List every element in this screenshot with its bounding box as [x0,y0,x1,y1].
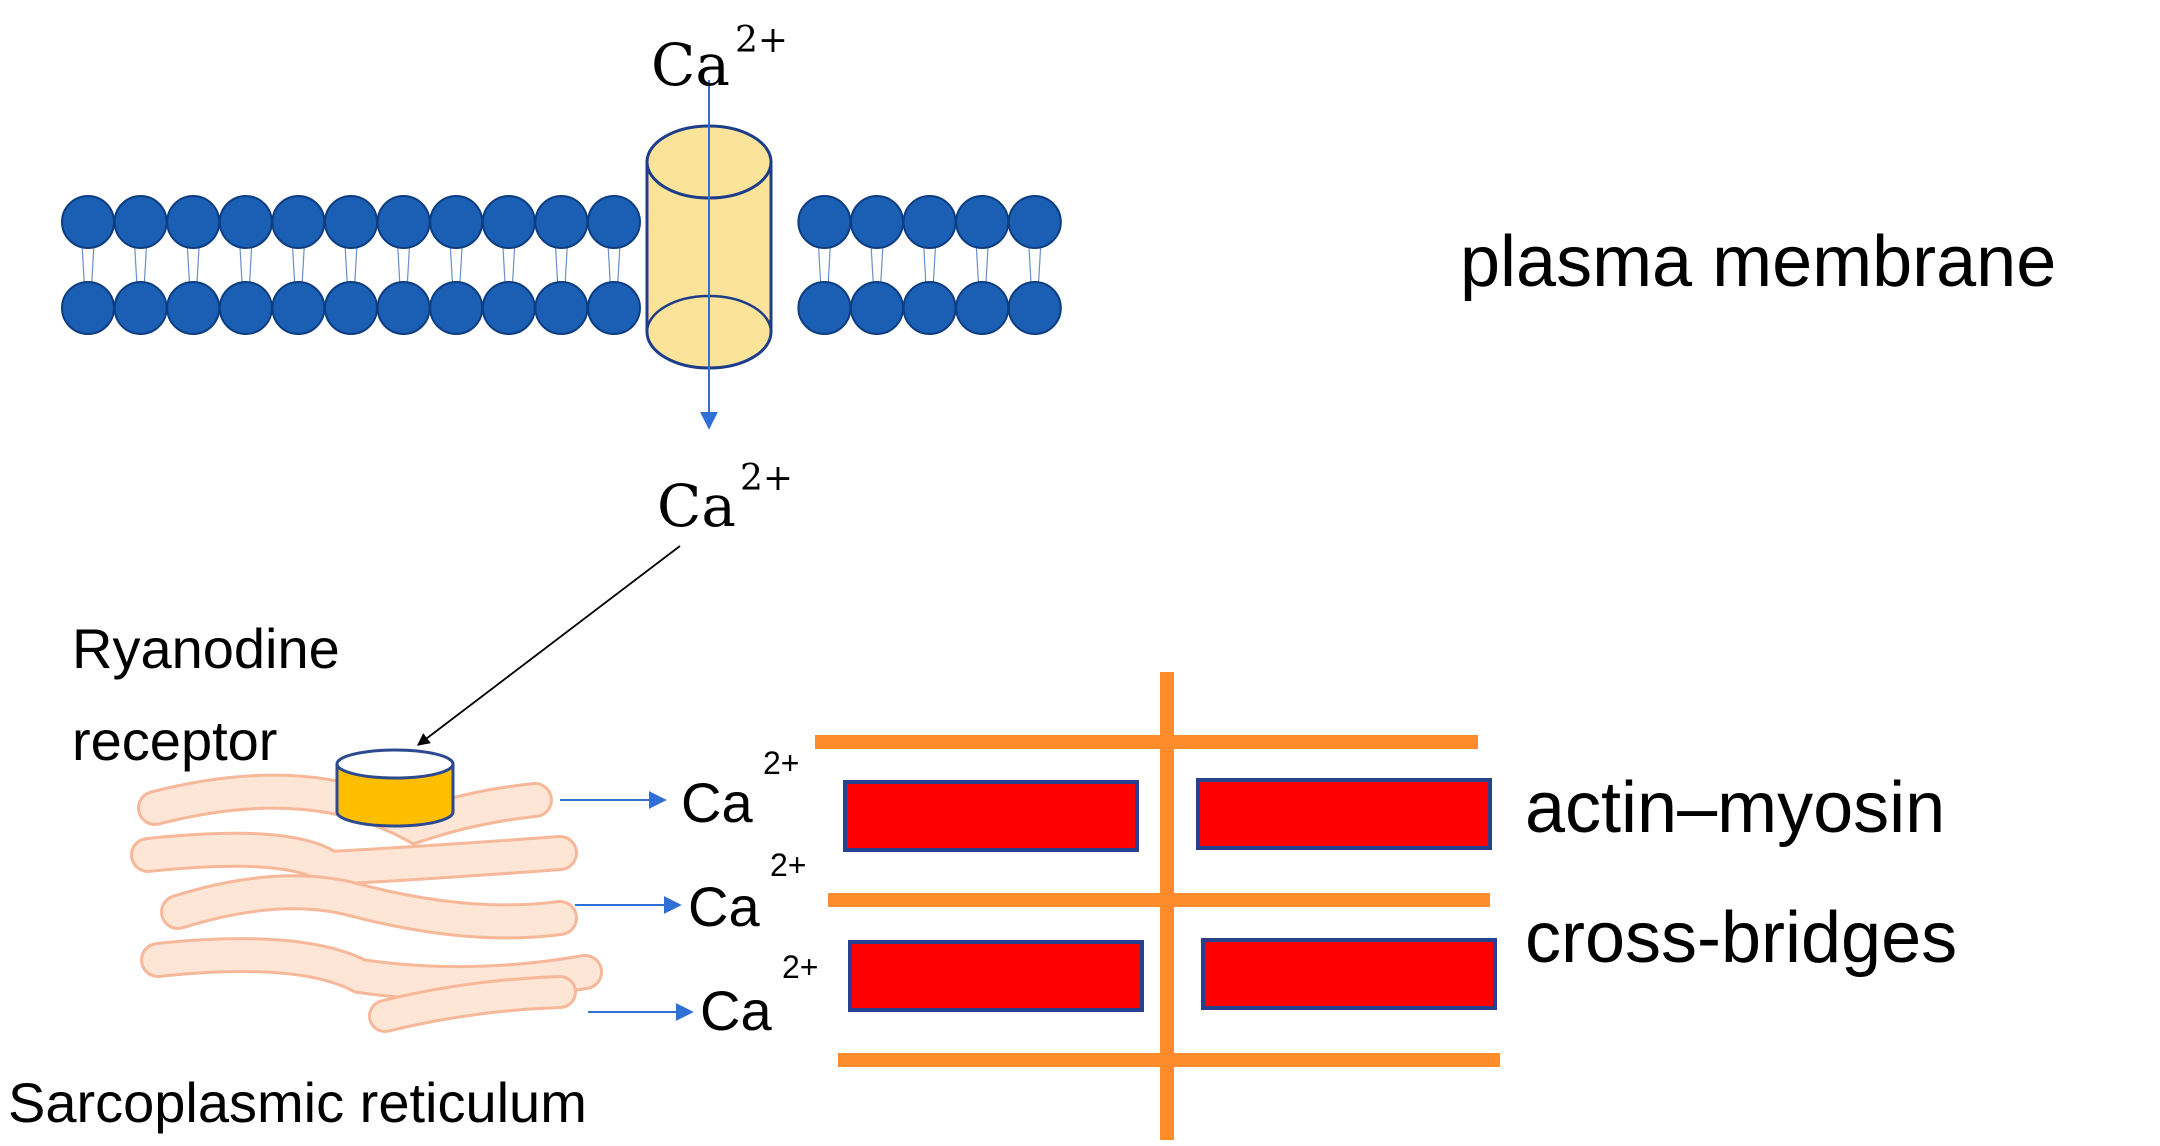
lipid-head [534,281,589,335]
lipid-head [166,195,221,249]
myosin-filament-3 [848,940,1144,1012]
lipid-tail [554,243,559,287]
lipid-bilayer [61,195,1062,335]
sarcoplasmic-reticulum-label: Sarcoplasmic reticulum [8,1071,587,1134]
calcium-trigger-arrow [416,545,681,746]
ryanodine-receptor [335,748,455,828]
lipid-head [218,281,273,335]
lipid-head [481,195,536,249]
lipid-tail [607,243,611,287]
lipid-head [61,195,115,249]
lipid-tail [449,243,454,287]
actin-myosin-label-line2: cross-bridges [1525,898,1957,978]
lipid-head [481,281,536,335]
ion-mid-charge: 2+ [740,458,793,499]
lipid-tail [397,243,401,287]
lipid-tail [1028,243,1032,287]
lipid-head [324,195,378,249]
lipid-tail [81,243,85,287]
sarcomere [815,672,1500,1140]
lipid-head [429,195,484,249]
ion-top-charge: 2+ [735,20,788,61]
lipid-tail [617,243,621,287]
lipid-tail [344,243,348,287]
lipid-head [797,281,852,335]
lipid-head [324,281,378,335]
lipid-tail [511,243,516,287]
lipid-tail [143,243,148,287]
released-ion-3-charge: 2+ [782,949,818,985]
lipid-head [902,195,957,249]
released-ion-1: Ca [681,771,753,834]
lipid-head [271,281,326,335]
ryanodine-label-line2: receptor [72,709,277,772]
lipid-tail [502,243,506,287]
lipid-tails [81,243,1042,287]
released-ion-1-charge: 2+ [763,745,799,781]
lipid-head [797,195,852,249]
myosin-filament-1 [843,780,1139,852]
lipid-tail [91,243,95,287]
lipid-tail [564,243,568,287]
released-ion-2-charge: 2+ [770,847,806,883]
lipid-head [955,195,1010,249]
lipid-tail [923,243,927,287]
lipid-head [850,195,904,249]
lipid-head [587,195,641,249]
lipid-head [1007,195,1062,249]
lipid-head [1007,281,1062,335]
ion-top-label: Ca [651,31,730,99]
lipid-tail [870,243,874,287]
lipid-tail [880,243,884,287]
lipid-tail [186,243,191,287]
lipid-tail [817,243,822,287]
lipid-tail [459,243,463,287]
lipid-tail [932,243,937,287]
actin-myosin-label-line1: actin–myosin [1525,768,1945,848]
lipid-head [61,281,115,335]
lipid-tail [301,243,305,287]
lipid-tail [406,243,411,287]
lipid-head [429,281,484,335]
ryanodine-label-line1: Ryanodine [72,617,340,680]
lipid-tail [134,243,138,287]
lipid-tail [196,243,200,287]
lipid-head [271,195,326,249]
released-ion-3: Ca [700,979,772,1042]
lipid-head [587,281,641,335]
myosin-filament-2 [1196,778,1492,850]
lipid-head [376,281,431,335]
lipid-head [955,281,1010,335]
lipid-head [850,281,904,335]
lipid-tail [827,243,831,287]
lipid-tail [1037,243,1042,287]
lipid-heads [61,195,1062,335]
lipid-tail [291,243,296,287]
lipid-head [113,195,168,249]
myosin-filament-4 [1201,938,1497,1010]
lipid-tail [985,243,989,287]
ion-mid-label: Ca [657,472,736,540]
plasma-membrane-label: plasma membrane [1460,222,2056,302]
released-ion-2: Ca [688,875,760,938]
lipid-tail [248,243,253,287]
lipid-head [218,195,273,249]
lipid-tail [239,243,243,287]
lipid-tail [354,243,358,287]
lipid-tail [975,243,980,287]
lipid-head [113,281,168,335]
lipid-head [166,281,221,335]
lipid-head [902,281,957,335]
lipid-head [376,195,431,249]
lipid-head [534,195,589,249]
